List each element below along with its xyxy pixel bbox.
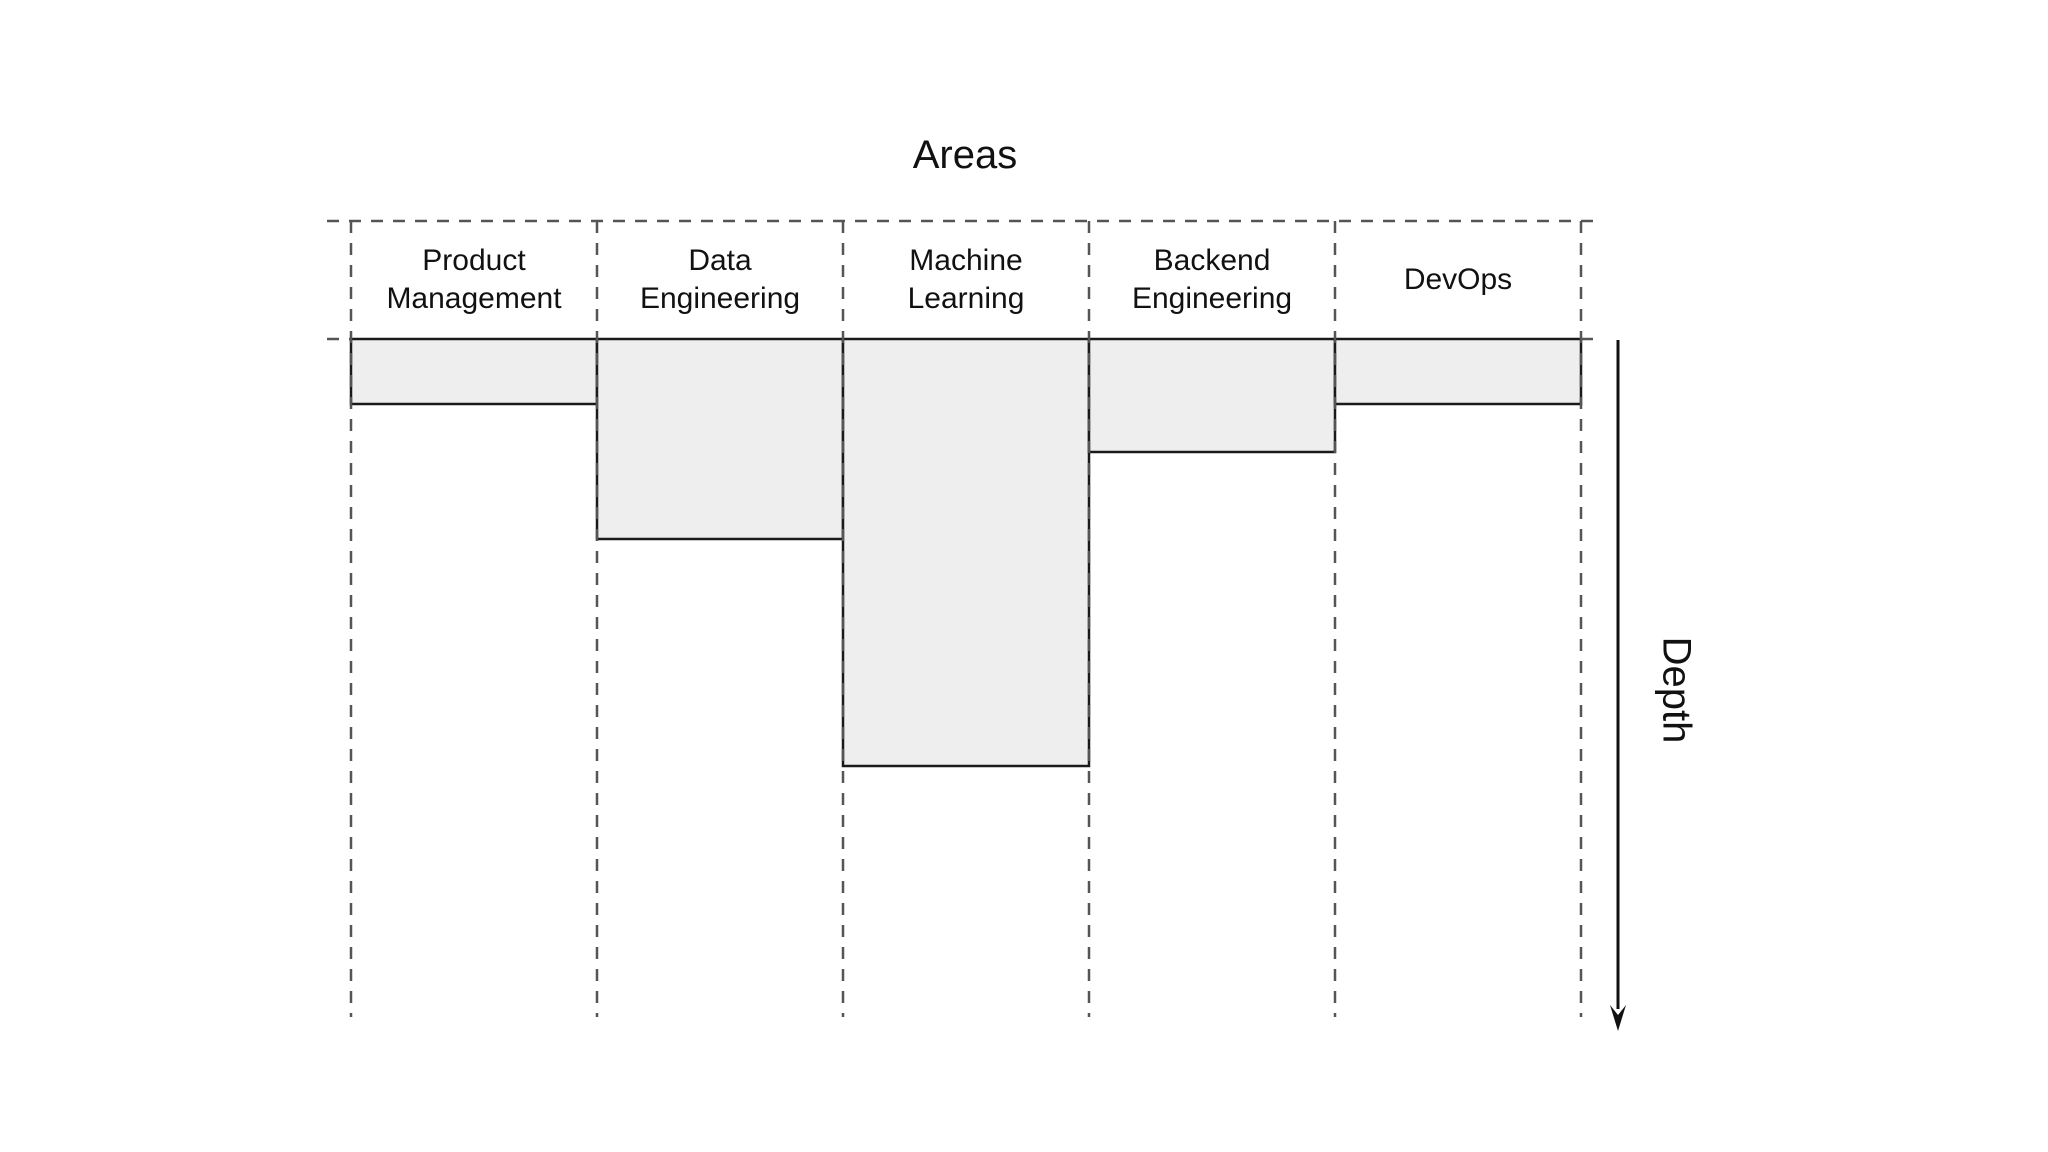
depth-axis-arrowhead bbox=[1610, 1005, 1626, 1031]
depth-bar-machine-learning bbox=[841, 337, 1091, 768]
area-label-product-management: Product Management bbox=[386, 244, 562, 315]
chart-title: Areas bbox=[912, 133, 1018, 177]
depth-bar-data-engineering bbox=[595, 337, 845, 541]
area-label-devops: DevOps bbox=[1403, 263, 1513, 296]
depth-bar-devops bbox=[1333, 337, 1583, 406]
depth-axis-label: Depth bbox=[1654, 636, 1699, 744]
area-label-data-engineering: Data Engineering bbox=[639, 244, 801, 315]
area-label-machine-learning: Machine Learning bbox=[907, 244, 1025, 315]
depth-bar-product-management bbox=[349, 337, 599, 406]
depth-bar-backend-engineering bbox=[1087, 337, 1337, 454]
area-label-backend-engineering: Backend Engineering bbox=[1131, 244, 1293, 315]
